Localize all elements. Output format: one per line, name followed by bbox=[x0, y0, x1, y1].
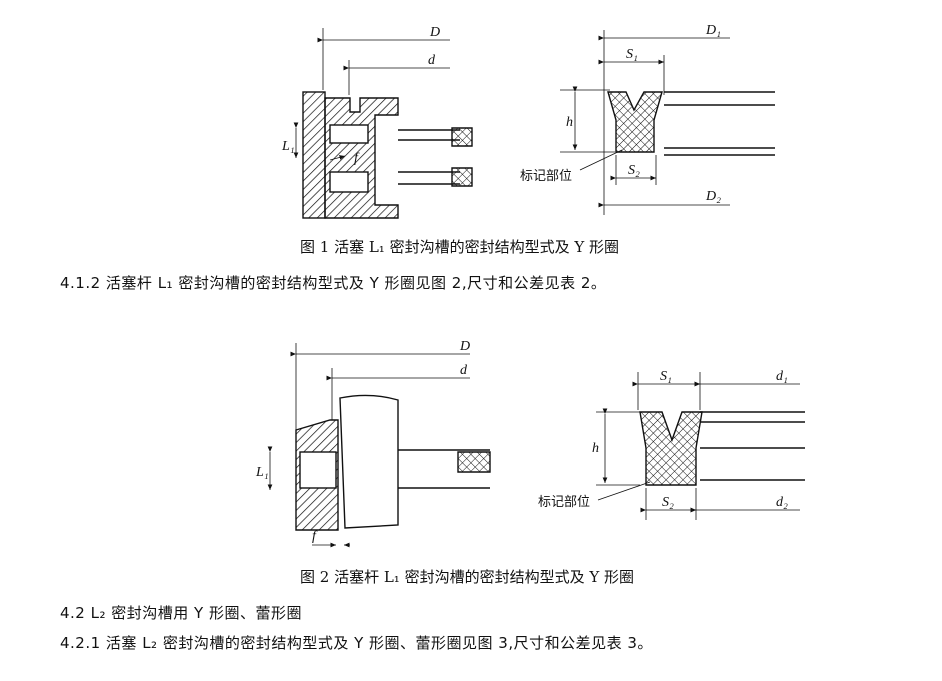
fig1-label-D: D bbox=[429, 25, 440, 40]
fig1-label-h: h bbox=[566, 115, 573, 130]
fig1-label-S1: S₁ bbox=[626, 47, 638, 62]
fig2-label-L1: L₁ bbox=[255, 465, 269, 480]
figure1-assembly-drawing bbox=[293, 28, 473, 219]
fig2-label-S2: S₂ bbox=[662, 495, 674, 510]
figure2-y-ring-detail bbox=[596, 372, 805, 520]
fig2-label-h: h bbox=[592, 441, 599, 456]
figure1-caption: 图 1 活塞 L₁ 密封沟槽的密封结构型式及 Y 形圈 bbox=[300, 238, 620, 256]
fig1-label-D2: D₂ bbox=[705, 189, 721, 204]
paragraph-4-2: 4.2 L₂ 密封沟槽用 Y 形圈、蕾形圈 bbox=[60, 604, 302, 622]
figure2-assembly-drawing bbox=[267, 343, 491, 548]
fig1-label-D1: D₁ bbox=[705, 23, 721, 38]
fig1-label-d: d bbox=[428, 53, 436, 68]
fig2-label-d: d bbox=[460, 363, 468, 378]
fig1-mark-label: 标记部位 bbox=[520, 169, 572, 184]
fig1-label-L1: L₁ bbox=[281, 139, 295, 154]
fig1-label-S2: S₂ bbox=[628, 163, 640, 178]
figure1-y-ring-detail bbox=[560, 30, 775, 215]
fig2-label-S1: S₁ bbox=[660, 369, 672, 384]
fig2-label-f: f bbox=[312, 529, 318, 544]
fig1-label-f: f bbox=[354, 151, 360, 166]
fig2-label-d1: d₁ bbox=[776, 369, 788, 384]
fig2-mark-label: 标记部位 bbox=[538, 495, 590, 510]
fig2-label-D: D bbox=[459, 339, 470, 354]
paragraph-4-2-1: 4.2.1 活塞 L₂ 密封沟槽的密封结构型式及 Y 形圈、蕾形圈见图 3,尺寸… bbox=[60, 634, 653, 652]
paragraph-4-1-2: 4.1.2 活塞杆 L₁ 密封沟槽的密封结构型式及 Y 形圈见图 2,尺寸和公差… bbox=[60, 274, 607, 292]
fig2-label-d2: d₂ bbox=[776, 495, 788, 510]
figure2-caption: 图 2 活塞杆 L₁ 密封沟槽的密封结构型式及 Y 形圈 bbox=[300, 568, 635, 586]
